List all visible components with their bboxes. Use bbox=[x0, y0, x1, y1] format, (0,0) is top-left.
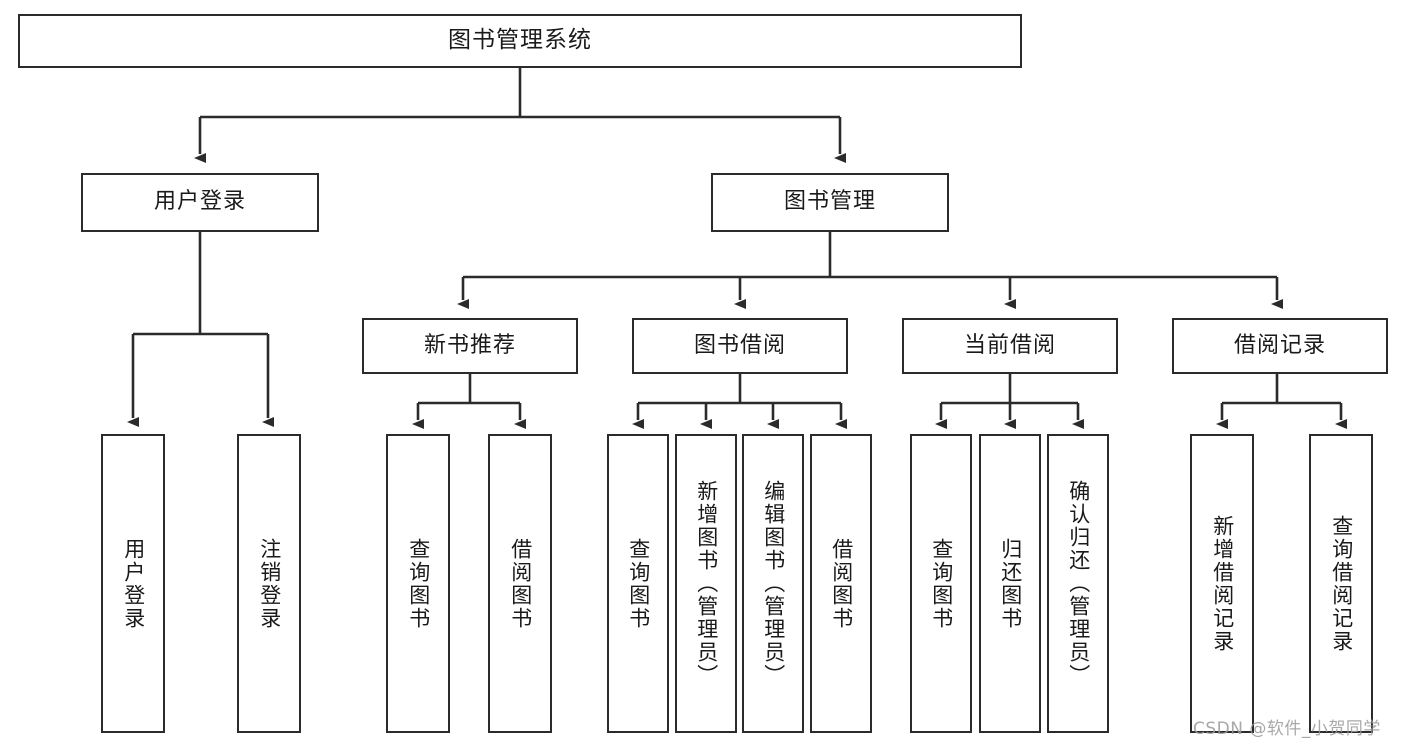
node-leaf-current-query-book[interactable]: 查询图书 bbox=[910, 434, 972, 733]
node-leaf-current-confirm-return[interactable]: 确认归还（管理员） bbox=[1047, 434, 1109, 733]
node-label: 用户登录 bbox=[121, 537, 146, 630]
node-label: 当前借阅 bbox=[963, 332, 1056, 358]
node-label: 注销登录 bbox=[257, 537, 282, 630]
node-leaf-recommend-query-book[interactable]: 查询图书 bbox=[386, 434, 450, 733]
node-borrow-record[interactable]: 借阅记录 bbox=[1172, 318, 1388, 374]
node-label: 新增图书（管理员） bbox=[694, 480, 719, 687]
node-book-borrow[interactable]: 图书借阅 bbox=[632, 318, 848, 374]
node-label: 查询图书 bbox=[406, 537, 431, 630]
node-book-manage[interactable]: 图书管理 bbox=[711, 173, 949, 232]
node-leaf-user-login[interactable]: 用户登录 bbox=[101, 434, 165, 733]
node-leaf-current-return-book[interactable]: 归还图书 bbox=[979, 434, 1041, 733]
node-label: 查询借阅记录 bbox=[1329, 514, 1354, 653]
node-new-book-recommend[interactable]: 新书推荐 bbox=[362, 318, 578, 374]
node-root-system[interactable]: 图书管理系统 bbox=[18, 14, 1022, 68]
node-leaf-borrow-borrow-book[interactable]: 借阅图书 bbox=[810, 434, 872, 733]
node-label: 查询图书 bbox=[626, 537, 651, 630]
node-label: 图书管理 bbox=[783, 189, 876, 215]
node-label: 归还图书 bbox=[998, 537, 1023, 630]
node-leaf-record-query[interactable]: 查询借阅记录 bbox=[1309, 434, 1373, 733]
node-label: 图书管理系统 bbox=[448, 27, 592, 54]
node-label: 图书借阅 bbox=[693, 332, 786, 358]
node-leaf-borrow-edit-book[interactable]: 编辑图书（管理员） bbox=[742, 434, 804, 733]
node-label: 用户登录 bbox=[153, 189, 246, 215]
node-leaf-user-logout[interactable]: 注销登录 bbox=[237, 434, 301, 733]
node-leaf-borrow-add-book[interactable]: 新增图书（管理员） bbox=[675, 434, 737, 733]
node-current-borrow[interactable]: 当前借阅 bbox=[902, 318, 1118, 374]
node-label: 借阅图书 bbox=[829, 537, 854, 630]
node-leaf-record-add[interactable]: 新增借阅记录 bbox=[1190, 434, 1254, 733]
node-label: 新增借阅记录 bbox=[1210, 514, 1235, 653]
node-label: 借阅图书 bbox=[508, 537, 533, 630]
node-leaf-recommend-borrow-book[interactable]: 借阅图书 bbox=[488, 434, 552, 733]
node-label: 编辑图书（管理员） bbox=[761, 480, 786, 687]
node-label: 确认归还（管理员） bbox=[1066, 480, 1091, 687]
node-label: 查询图书 bbox=[929, 537, 954, 630]
node-label: 新书推荐 bbox=[423, 332, 516, 358]
node-label: 借阅记录 bbox=[1233, 332, 1326, 358]
csdn-watermark: CSDN @软件_小贺同学 bbox=[1193, 719, 1381, 739]
node-leaf-borrow-query-book[interactable]: 查询图书 bbox=[607, 434, 669, 733]
node-user-login[interactable]: 用户登录 bbox=[81, 173, 319, 232]
